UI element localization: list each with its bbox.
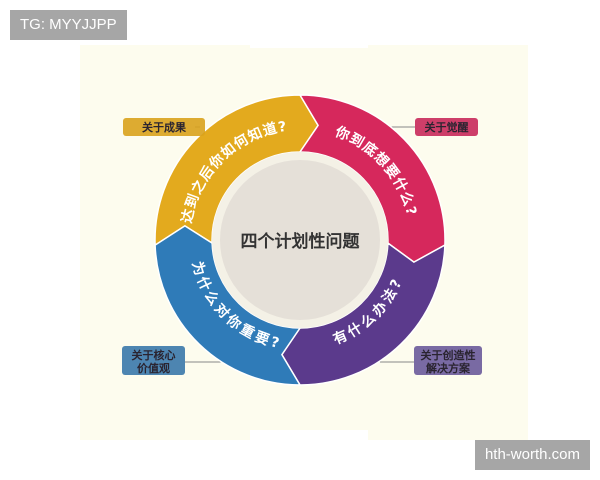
center-title: 四个计划性问题 <box>241 231 361 252</box>
watermark-top-left: TG: MYYJJPP <box>10 10 127 40</box>
label-outcome: 关于成果 <box>123 118 205 136</box>
label-text: 关于创造性 <box>421 348 476 362</box>
label-text: 关于觉醒 <box>425 120 469 134</box>
label-awakening: 关于觉醒 <box>415 118 478 136</box>
label-text: 解决方案 <box>426 361 471 375</box>
center-circle: 四个计划性问题 <box>212 152 388 328</box>
label-text: 价值观 <box>137 361 170 375</box>
watermark-bottom-right: hth-worth.com <box>474 440 590 470</box>
label-text: 关于成果 <box>142 120 186 134</box>
label-text: 关于核心 <box>132 348 176 362</box>
